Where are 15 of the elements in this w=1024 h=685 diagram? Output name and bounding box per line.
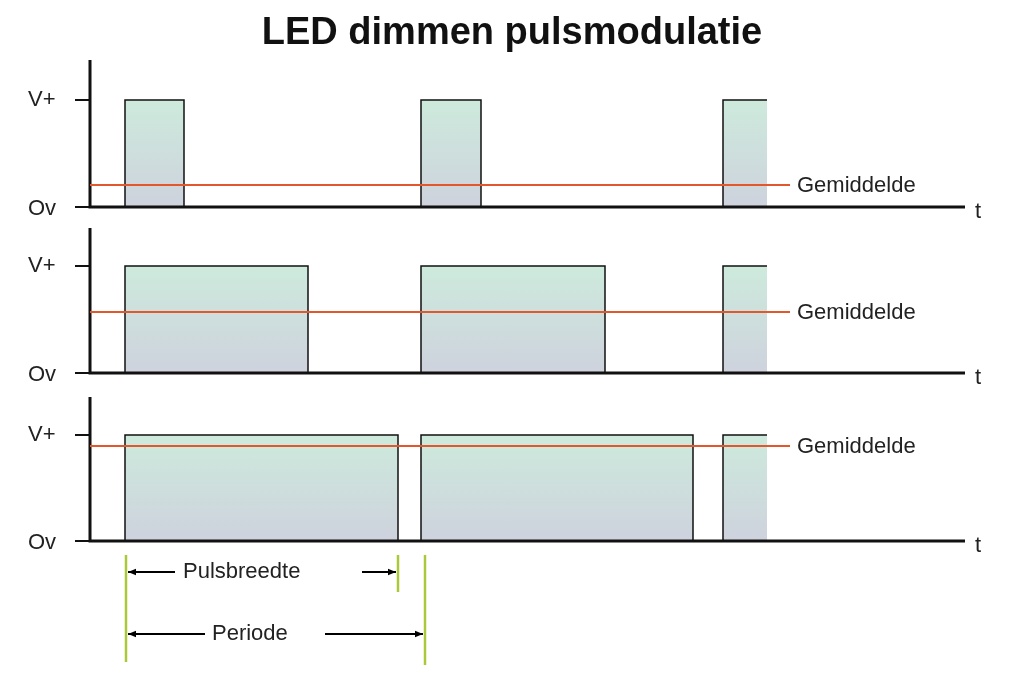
axis-label: t [975,532,982,558]
axis-label: V+ [28,421,56,447]
axis-label: t [975,364,982,390]
dimension-label: Pulsbreedte [183,558,301,584]
axis-label: V+ [28,86,56,112]
dimension-label: Periode [212,620,288,646]
axis-label: Ov [28,195,57,221]
axis-label: Ov [28,529,57,555]
average-label: Gemiddelde [797,299,916,325]
axis-label: t [975,198,982,224]
average-label: Gemiddelde [797,433,916,459]
title: LED dimmen pulsmodulatie [260,10,764,53]
axis-label: Ov [28,361,57,387]
axis-label: V+ [28,252,56,278]
average-label: Gemiddelde [797,172,916,198]
